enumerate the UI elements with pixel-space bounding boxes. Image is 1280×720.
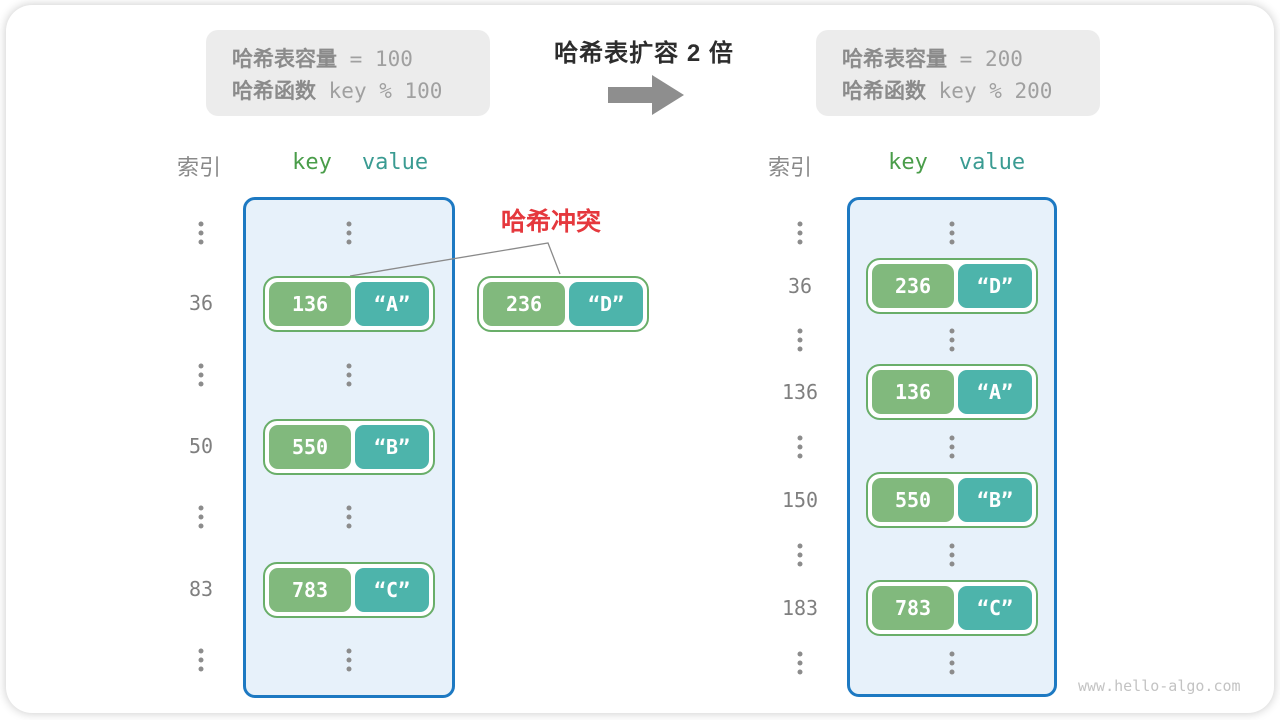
ellipsis-dots — [198, 221, 204, 245]
collision-label: 哈希冲突 — [500, 208, 602, 236]
value-cell: “A” — [958, 370, 1032, 414]
hash-fn-label: 哈希函数 — [232, 80, 316, 103]
index-label: 36 — [188, 291, 214, 315]
capacity-label: 哈希表容量 — [842, 48, 947, 71]
ellipsis-dots — [949, 328, 955, 352]
ellipsis-dots — [797, 328, 803, 352]
watermark: www.hello-algo.com — [1078, 677, 1241, 695]
value-cell: “B” — [355, 425, 429, 469]
ellipsis-dots — [797, 543, 803, 567]
ellipsis-dots — [346, 363, 352, 387]
key-cell: 136 — [269, 282, 351, 326]
key-cell: 236 — [483, 282, 565, 326]
hash-fn-line: 哈希函数 key % 200 — [842, 75, 1100, 107]
kv-pair: 783 “C” — [866, 580, 1038, 636]
diagram-card — [6, 5, 1274, 713]
capacity-box-after: 哈希表容量 = 200 哈希函数 key % 200 — [816, 30, 1100, 116]
ellipsis-dots — [346, 221, 352, 245]
key-cell: 236 — [872, 264, 954, 308]
hash-fn-value: key % 100 — [328, 79, 443, 103]
value-cell: “A” — [355, 282, 429, 326]
key-cell: 783 — [269, 568, 351, 612]
kv-pair: 236 “D” — [866, 258, 1038, 314]
hash-fn-label: 哈希函数 — [842, 80, 926, 103]
kv-pair-collision: 236 “D” — [477, 276, 649, 332]
index-label: 83 — [188, 577, 214, 601]
right-arrow-icon — [608, 75, 684, 115]
kv-pair: 136 “A” — [263, 276, 435, 332]
key-cell: 783 — [872, 586, 954, 630]
index-label: 50 — [188, 434, 214, 458]
value-cell: “B” — [958, 478, 1032, 522]
value-cell: “D” — [958, 264, 1032, 308]
key-column-header: key — [292, 150, 332, 175]
kv-pair: 783 “C” — [263, 562, 435, 618]
value-column-header: value — [361, 150, 429, 175]
key-column-header: key — [888, 150, 928, 175]
ellipsis-dots — [198, 363, 204, 387]
key-cell: 550 — [269, 425, 351, 469]
hash-fn-value: key % 200 — [938, 79, 1053, 103]
index-label: 36 — [787, 274, 813, 298]
capacity-label: 哈希表容量 — [232, 48, 337, 71]
index-column-header: 索引 — [767, 155, 813, 180]
capacity-value: = 100 — [349, 47, 413, 71]
kv-pair: 550 “B” — [263, 419, 435, 475]
index-label: 150 — [781, 488, 819, 512]
ellipsis-dots — [346, 505, 352, 529]
expansion-title: 哈希表扩容 2 倍 — [554, 40, 734, 67]
capacity-line: 哈希表容量 = 200 — [842, 43, 1100, 75]
ellipsis-dots — [198, 505, 204, 529]
key-cell: 136 — [872, 370, 954, 414]
index-label: 183 — [781, 596, 819, 620]
kv-pair: 136 “A” — [866, 364, 1038, 420]
ellipsis-dots — [797, 435, 803, 459]
ellipsis-dots — [198, 648, 204, 672]
ellipsis-dots — [797, 651, 803, 675]
hash-fn-line: 哈希函数 key % 100 — [232, 75, 490, 107]
value-cell: “C” — [958, 586, 1032, 630]
capacity-box-before: 哈希表容量 = 100 哈希函数 key % 100 — [206, 30, 490, 116]
ellipsis-dots — [949, 221, 955, 245]
value-cell: “D” — [569, 282, 643, 326]
kv-pair: 550 “B” — [866, 472, 1038, 528]
value-column-header: value — [958, 150, 1026, 175]
index-label: 136 — [781, 380, 819, 404]
index-column-header: 索引 — [176, 155, 222, 180]
ellipsis-dots — [949, 651, 955, 675]
ellipsis-dots — [797, 221, 803, 245]
ellipsis-dots — [346, 648, 352, 672]
ellipsis-dots — [949, 435, 955, 459]
capacity-line: 哈希表容量 = 100 — [232, 43, 490, 75]
value-cell: “C” — [355, 568, 429, 612]
capacity-value: = 200 — [959, 47, 1023, 71]
key-cell: 550 — [872, 478, 954, 522]
ellipsis-dots — [949, 543, 955, 567]
